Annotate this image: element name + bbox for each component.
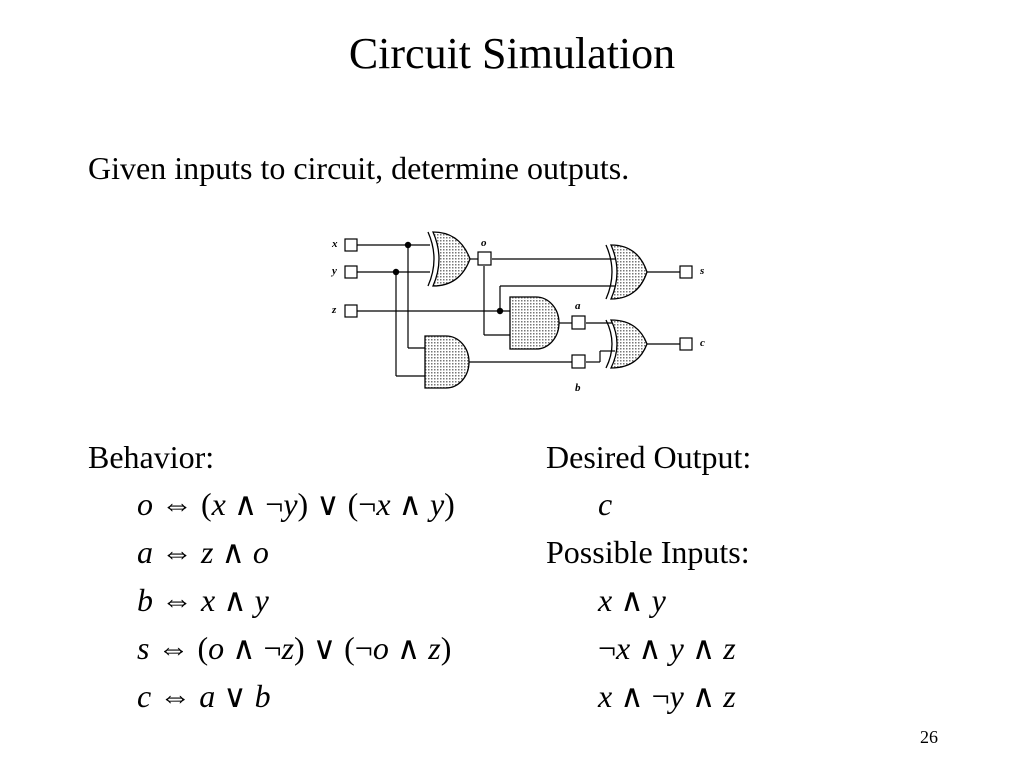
input-label-z: z xyxy=(331,304,337,316)
output-label-c: c xyxy=(700,337,705,349)
node-label-a: a xyxy=(575,300,581,312)
possible-input: x ∧ ¬y ∧ z xyxy=(598,678,736,714)
behavior-heading: Behavior: xyxy=(88,439,215,475)
equation: s ⇔ (o ∧ ¬z) ∨ (¬o ∧ z) xyxy=(137,630,452,666)
desired-output-heading: Desired Output: xyxy=(546,439,752,475)
node-label-o: o xyxy=(481,237,487,249)
possible-inputs-heading: Possible Inputs: xyxy=(546,534,750,570)
page-number: 26 xyxy=(920,727,938,747)
intro-text: Given inputs to circuit, determine outpu… xyxy=(88,150,630,186)
node-label-b: b xyxy=(575,382,581,394)
output-label-s: s xyxy=(699,265,704,277)
desired-output-value: c xyxy=(598,486,613,522)
possible-input: x ∧ y xyxy=(598,582,666,618)
equation: o ⇔ (x ∧ ¬y) ∨ (¬x ∧ y) xyxy=(137,486,455,522)
slide-title: Circuit Simulation xyxy=(348,29,676,78)
circuit-diagram: x y z o a b s c xyxy=(330,231,705,394)
equation: c ⇔ a ∨ b xyxy=(137,678,271,714)
possible-input: ¬x ∧ y ∧ z xyxy=(598,630,736,666)
equation: a ⇔ z ∧ o xyxy=(137,534,269,570)
input-label-x: x xyxy=(331,238,338,250)
input-label-y: y xyxy=(330,265,337,277)
equation: b ⇔ x ∧ y xyxy=(137,582,269,618)
